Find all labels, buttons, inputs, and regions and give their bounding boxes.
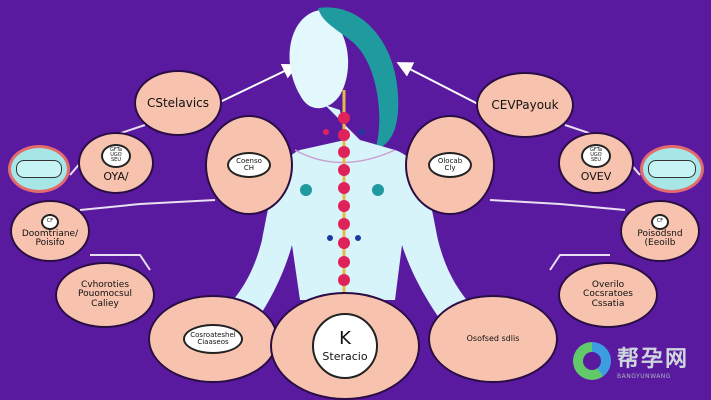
node-mid-right-pill-label: CF [656,217,664,224]
node-ova-right-pill-line-1: GFTa [590,146,602,153]
node-ova-right: GFTa UGO SEU OVEV [558,132,634,194]
node-top-right-label: CEVPayouk [491,97,559,112]
node-low-right: Overilo Cocsratoes Cssatia [558,262,658,328]
connector-right-3 [549,254,610,271]
node-bottom-right-label: Osofsed sdlis [466,333,520,343]
node-ova-right-pill: GFTa UGO SEU [581,143,611,168]
node-ova-left-pill-line-3: SEU [111,157,121,164]
node-bottom-left-line-2: Ciaaseos [197,338,229,346]
node-mid-right: CF Poisodsnd (Eeoilb [620,200,700,262]
node-bottom-center-label: Steracio [322,349,368,363]
node-mid-left: CF Doomtriane/ Poisifo [10,200,90,262]
node-bottom-left: Cosroateshel Ciaaseos [148,295,278,383]
arrow-left-top [219,63,299,103]
node-ova-left-label: OYA/ [103,169,129,183]
node-low-right-line-1: Overilo [591,279,625,290]
node-ova-right-pill-line-3: SEU [591,157,601,164]
watermark-text: 帮孕网 BANGYUNWANG [617,341,689,380]
node-ova-right-label: OVEV [580,169,612,183]
node-mid-left-pill-label: CF [46,217,54,224]
node-mid-left-line-1: Doomtriane/ [21,228,79,239]
lens-right-icon [640,145,704,193]
node-bottom-left-line-1: Cosroateshel [190,330,236,339]
node-center-left-line-1: Coenso [236,156,262,165]
node-center-left-line-2: CH [243,164,255,172]
watermark: 帮孕网 BANGYUNWANG [572,341,689,380]
node-top-left: CStelavics [134,70,222,136]
node-center-right: Olocab Cly [405,115,495,215]
node-mid-right-line-2: (Eeoilb [644,238,676,248]
spine-chain [323,90,365,304]
node-low-right-line-3: Cssatia [591,298,625,309]
lens-left-icon [8,145,70,193]
connector-right-2 [489,199,626,211]
node-bottom-center-pill: K Steracio [312,313,378,379]
node-low-left-line-3: Caliey [91,298,119,309]
node-low-right-line-2: Cocsratoes [583,289,633,300]
connector-left-2 [79,199,216,211]
node-bottom-center-code: K [339,327,351,349]
node-ova-right-pill-line-2: UGO [590,152,602,159]
node-low-left-line-2: Pouomocsul [78,289,132,300]
node-center-left: Coenso CH [205,115,293,215]
arrow-right-top [396,62,479,105]
node-low-left-line-1: Cvhoroties [80,279,130,290]
watermark-main: 帮孕网 [616,347,689,372]
node-center-left-pill: Coenso CH [227,152,271,178]
watermark-logo-icon [572,341,611,380]
connector-left-3 [90,254,151,271]
node-ova-left-pill-line-2: UGO [110,152,122,159]
human-figure [215,7,485,330]
node-ova-left-pill: GFTa UGO SEU [101,143,131,168]
watermark-sub: BANGYUNWANG [616,373,671,380]
node-ova-left-pill-line-1: GFTa [110,146,122,153]
node-top-left-label: CStelavics [146,95,210,110]
node-mid-right-pill: CF [651,213,669,230]
node-mid-left-pill: CF [41,213,59,230]
node-mid-right-line-1: Poisodsnd [637,228,683,239]
node-top-right: CEVPayouk [476,72,574,138]
node-ova-left: GFTa UGO SEU OYA/ [78,132,154,194]
node-mid-left-line-2: Poisifo [35,238,65,248]
node-center-right-pill: Olocab Cly [428,152,472,178]
node-center-right-line-2: Cly [444,164,456,172]
node-bottom-center: K Steracio [270,292,420,400]
node-bottom-left-pill: Cosroateshel Ciaaseos [183,324,243,354]
node-low-left: Cvhoroties Pouomocsul Caliey [55,262,155,328]
node-center-right-line-1: Olocab [437,156,463,165]
node-bottom-right: Osofsed sdlis [428,295,558,383]
